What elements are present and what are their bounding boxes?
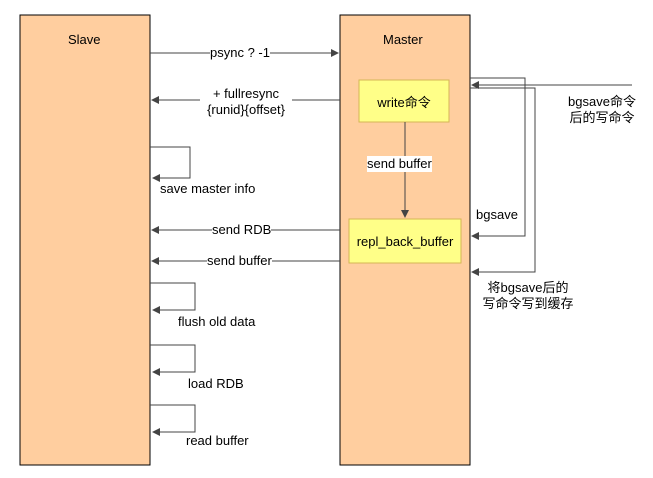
repl-buffer-label: repl_back_buffer — [356, 233, 454, 249]
read-buffer-label: read buffer — [186, 433, 249, 448]
fullresync-line2: {runid}{offset} — [207, 102, 285, 117]
slave-lane — [19, 14, 151, 466]
bgsave-label: bgsave — [476, 207, 518, 222]
load-rdb-label: load RDB — [188, 376, 244, 391]
write-to-cache-loop — [470, 87, 536, 276]
write-command-label: write命令 — [377, 94, 431, 110]
bgsave-after-label: bgsave命令 后的写命令 — [560, 94, 644, 126]
load-rdb-loop — [150, 344, 196, 376]
send-buffer-label: send buffer — [207, 253, 272, 269]
fullresync-line1: + fullresync — [212, 86, 280, 101]
fullresync-label: + fullresync {runid}{offset} — [200, 86, 292, 118]
write-to-cache-line2: 写命令写到缓存 — [482, 296, 574, 311]
write-to-cache-label: 将bgsave后的 写命令写到缓存 — [470, 280, 586, 312]
master-title: Master — [383, 32, 423, 47]
repl-buffer-box — [348, 218, 462, 264]
save-info-loop — [150, 146, 191, 182]
flush-old-data-label: flush old data — [178, 314, 256, 329]
slave-title: Slave — [68, 32, 101, 47]
write-to-cache-line1: 将bgsave后的 — [487, 280, 569, 295]
bgsave-after-line1: bgsave命令 — [568, 94, 636, 109]
psync-label: psync ? -1 — [210, 45, 270, 61]
write-command-box — [358, 79, 450, 123]
save-master-info-label: save master info — [160, 181, 256, 196]
read-buffer-loop — [150, 404, 196, 436]
bgsave-loop — [470, 77, 526, 240]
bgsave-after-line2: 后的写命令 — [569, 110, 635, 125]
flush-data-loop — [150, 282, 196, 314]
send-rdb-label: send RDB — [212, 222, 272, 238]
internal-send-buffer-label: send buffer — [367, 156, 432, 172]
